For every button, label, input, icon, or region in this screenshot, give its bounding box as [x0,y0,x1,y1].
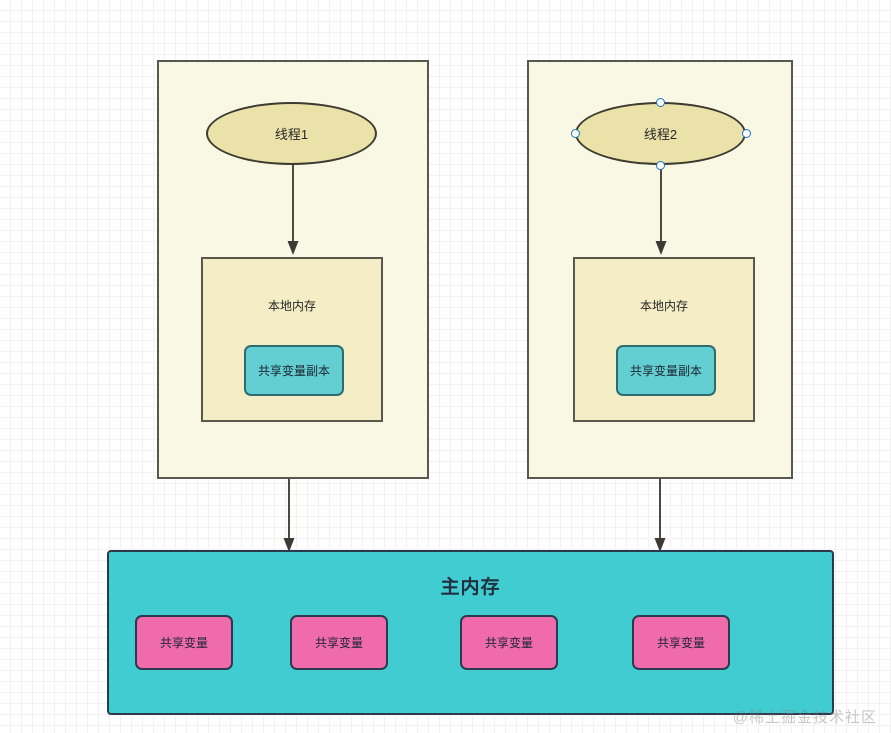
thread-container-1[interactable]: 线程1 本地内存 共享变量副本 [157,60,429,479]
shared-variable-label: 共享变量 [656,636,705,650]
shared-variable-copy-1[interactable]: 共享变量副本 [244,345,344,396]
shared-variable-box[interactable]: 共享变量 [290,615,388,670]
arrow-thread1-to-local-memory [287,163,299,255]
shared-variable-box[interactable]: 共享变量 [460,615,558,670]
shared-variable-copy-label: 共享变量副本 [257,364,330,378]
shared-variable-box[interactable]: 共享变量 [135,615,233,670]
shared-variable-label: 共享变量 [484,636,533,650]
thread-ellipse-label: 线程1 [274,127,309,142]
arrow-thread2-to-main-memory [654,479,666,552]
arrow-thread1-to-main-memory [283,479,295,552]
selection-handle-top[interactable] [656,98,665,107]
local-memory-label: 本地内存 [639,299,688,313]
selection-handle-bottom[interactable] [656,161,665,170]
local-memory-2[interactable]: 本地内存 共享变量副本 [573,257,755,422]
shared-variable-box[interactable]: 共享变量 [632,615,730,670]
local-memory-label: 本地内存 [267,299,316,313]
watermark: @稀土掘金技术社区 [732,709,877,726]
thread-ellipse-1[interactable]: 线程1 [206,102,377,165]
shared-variable-copy-label: 共享变量副本 [629,364,702,378]
selection-handle-right[interactable] [742,129,751,138]
shared-variable-copy-2[interactable]: 共享变量副本 [616,345,716,396]
thread-container-2[interactable]: 线程2 本地内存 共享变量副本 [527,60,793,479]
local-memory-1[interactable]: 本地内存 共享变量副本 [201,257,383,422]
thread-ellipse-label: 线程2 [643,127,678,142]
shared-variable-label: 共享变量 [314,636,363,650]
thread-ellipse-2[interactable]: 线程2 [575,102,746,165]
main-memory-title: 主内存 [440,577,501,598]
shared-variable-label: 共享变量 [159,636,208,650]
selection-handle-left[interactable] [571,129,580,138]
arrow-thread2-to-local-memory [655,163,667,255]
main-memory-box[interactable]: 主内存 共享变量 共享变量 共享变量 共享变量 [107,550,834,715]
